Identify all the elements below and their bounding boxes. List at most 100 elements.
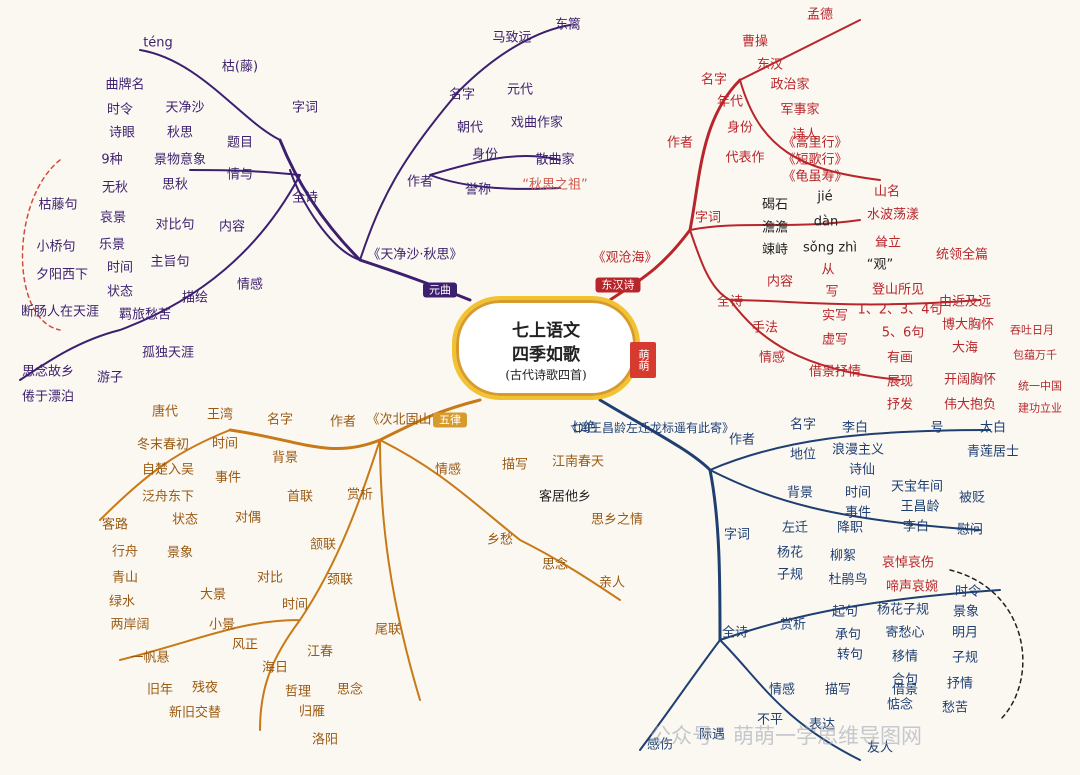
wwc-time: 天宝年间 <box>890 479 944 495</box>
gch-e2: 借景抒情 <box>808 364 862 380</box>
tjs-c6: 夕阳西下 <box>35 267 89 283</box>
gch-t3: 由近及远 <box>938 294 992 310</box>
cbg-emotion-label: 情感 <box>434 462 462 478</box>
tjs-c10: 断肠人在天涯 <box>20 304 100 320</box>
gch-e9: 抒发 <box>886 397 914 413</box>
tjs-style: 东篱 <box>554 17 582 33</box>
wwc-c2: 明月 <box>951 625 979 641</box>
tjs-e4: 孤独天涯 <box>141 345 195 361</box>
wwc-he: 合句 <box>891 672 919 688</box>
tjs-honor: “秋思之祖” <box>522 177 588 193</box>
tjs-name: 马致远 <box>492 30 532 46</box>
gch-c5: 登山所见 <box>871 282 925 298</box>
tjs-c5: 乐景 <box>98 237 126 253</box>
cbg-h2: 大景 <box>199 587 227 603</box>
wwc-words: 字词 <box>723 527 751 543</box>
wwc-zigui-m: 杜鹃鸟 <box>828 572 868 588</box>
cbg-l3: 客居他乡 <box>538 489 592 505</box>
gch-e6: 包蕴万千 <box>1013 348 1057 362</box>
tjs-t2: 天净沙 <box>165 100 205 116</box>
cbg-l6: 思乡之情 <box>590 512 644 528</box>
gch-emotion-label: 情感 <box>758 350 786 366</box>
wwc-e1: 王昌龄 <box>900 499 940 515</box>
tjs-t5: 诗眼 <box>108 125 136 141</box>
cbg-k6: 新旧交替 <box>168 705 222 721</box>
wwc-m1: 描写 <box>824 682 852 698</box>
tjs-e5: 思念故乡 <box>21 364 75 380</box>
blue-branch-line <box>639 429 1001 761</box>
gch-works-label: 代表作 <box>725 150 765 166</box>
gch-t6: 5、6句 <box>881 325 925 341</box>
cbg-wei-label: 尾联 <box>374 622 402 638</box>
gch-w3-pinyin: sǒng zhì <box>802 240 858 256</box>
tjs-role: 戏曲作家 <box>510 115 564 131</box>
gch-c2: “观” <box>866 257 894 273</box>
gch-name-label: 名字 <box>700 72 728 88</box>
cbg-event: 自楚入吴 <box>141 462 195 478</box>
wwc-q1: 杨花子规 <box>876 602 930 618</box>
cbg-s3: 青山 <box>111 570 139 586</box>
cbg-h3: 小景 <box>208 617 236 633</box>
wwc-q3: 景象 <box>952 604 980 620</box>
tjs-e1: 描绘 <box>181 290 209 306</box>
wwc-zhuan: 转句 <box>836 647 864 663</box>
wwc-status: 浪漫主义 <box>831 442 885 458</box>
branch-title-guancanghai: 《观沧海》 <box>592 250 658 266</box>
gch-w2-meaning: 水波荡漾 <box>866 207 920 223</box>
cbg-h1: 两岸阔 <box>110 617 150 633</box>
tjs-e2: 羁旅愁苦 <box>118 307 172 323</box>
tjs-dynasty: 元代 <box>506 82 534 98</box>
wwc-feel-label: 感伤 <box>646 737 674 753</box>
wwc-name-label: 名字 <box>789 417 817 433</box>
center-line3: (古代诗歌四首) <box>505 368 587 382</box>
wwc-z2: 子规 <box>951 650 979 666</box>
gch-c3: 写 <box>825 284 839 300</box>
wwc-zuoqian-m: 降职 <box>836 520 864 536</box>
cbg-h4: 一帆悬 <box>130 650 170 666</box>
branch-title-wenwangchang: 《闻王昌龄左迁龙标遥有此寄》 <box>565 421 735 435</box>
gch-c4: 统领全篇 <box>935 247 989 263</box>
wwc-h1: 借景 <box>891 682 919 698</box>
tjs-t3: 时令 <box>106 102 134 118</box>
cbg-time-label: 时间 <box>211 436 239 452</box>
gch-e12: 建功立业 <box>1018 401 1062 415</box>
central-topic: 七上语文 四季如歌 (古代诗歌四首) <box>452 296 640 400</box>
tjs-c4: 小桥句 <box>36 239 76 255</box>
tjs-full: 全诗 <box>291 190 319 206</box>
gch-e5: 吞吐日月 <box>1010 323 1054 337</box>
red-branch-line <box>689 19 981 381</box>
gch-w1: 《蒿里行》 <box>782 135 848 151</box>
cbg-app-label: 赏析 <box>346 487 374 503</box>
tjs-author: 作者 <box>406 174 434 190</box>
gch-full: 全诗 <box>716 294 744 310</box>
wwc-m2: 愁苦 <box>941 700 969 716</box>
tag-wulv: 五律 <box>433 412 467 428</box>
gch-e8: 开阔胸怀 <box>943 372 997 388</box>
gch-e10: 伟大抱负 <box>943 397 997 413</box>
wwc-nick: 太白 <box>979 420 1007 436</box>
cbg-l4: 思念 <box>541 557 569 573</box>
gch-e7: 展现 <box>886 374 914 390</box>
wwc-e2: 被贬 <box>958 490 986 506</box>
dashed-loop <box>21 159 61 331</box>
gch-w1-word: 碣石 <box>761 197 789 213</box>
gch-e3: 有画 <box>886 350 914 366</box>
gch-w3-meaning: 耸立 <box>874 235 902 251</box>
wwc-f4: 友人 <box>866 740 894 756</box>
wwc-f3: 表达 <box>808 717 836 733</box>
tjs-t4: 秋思 <box>166 125 194 141</box>
gch-r1: 政治家 <box>770 77 810 93</box>
gch-w3-word: 竦峙 <box>761 242 789 258</box>
gch-w2-pinyin: dàn <box>813 214 839 230</box>
gch-name: 曹操 <box>741 34 769 50</box>
cbg-time2: 时间 <box>281 597 309 613</box>
cbg-w2: 归雁 <box>298 704 326 720</box>
gch-era-label: 年代 <box>716 94 744 110</box>
tag-yuanqu: 元曲 <box>423 282 457 298</box>
gch-content-label: 内容 <box>766 274 794 290</box>
tjs-content-label: 内容 <box>218 219 246 235</box>
cbg-k2: 江春 <box>306 644 334 660</box>
tjs-c1: 枯藤句 <box>38 197 78 213</box>
cbg-k1: 海日 <box>261 660 289 676</box>
